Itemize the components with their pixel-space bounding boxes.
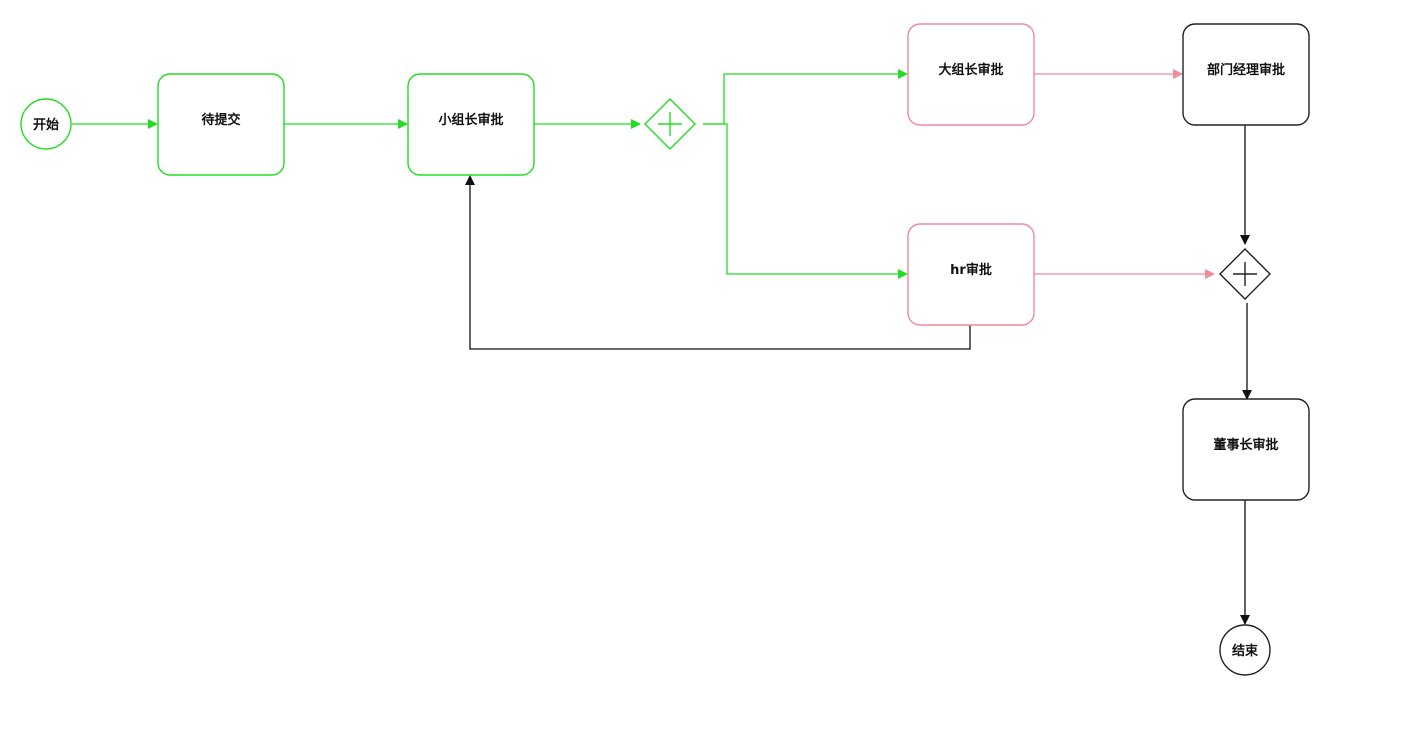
edge-hr-return-to-team-leader (465, 175, 971, 350)
task-team-leader-approval[interactable]: 小组长审批 (407, 73, 535, 176)
task-chairman-approval[interactable]: 董事长审批 (1182, 398, 1310, 501)
parallel-gateway-split[interactable] (644, 98, 696, 150)
start-event-label: 开始 (33, 117, 59, 133)
edge-gateway1-to-hr (703, 123, 908, 279)
task-group-leader-approval[interactable]: 大组长审批 (907, 23, 1035, 126)
task-group-leader-approval-label: 大组长审批 (938, 62, 1003, 78)
task-hr-approval-label: hr审批 (950, 262, 992, 278)
task-dept-manager-approval[interactable]: 部门经理审批 (1182, 23, 1310, 126)
task-team-leader-approval-label: 小组长审批 (438, 112, 503, 128)
plus-icon (1233, 262, 1257, 286)
task-pending-submit[interactable]: 待提交 (157, 73, 285, 176)
task-dept-manager-approval-label: 部门经理审批 (1207, 62, 1285, 78)
edge-gateway1-to-group-leader (703, 69, 908, 125)
end-event-label: 结束 (1232, 643, 1259, 659)
parallel-gateway-join[interactable] (1219, 248, 1271, 300)
end-event[interactable]: 结束 (1219, 624, 1271, 676)
start-event[interactable]: 开始 (20, 98, 72, 150)
task-hr-approval[interactable]: hr审批 (907, 223, 1035, 326)
task-pending-submit-label: 待提交 (200, 112, 240, 128)
task-chairman-approval-label: 董事长审批 (1213, 437, 1278, 453)
plus-icon (658, 112, 682, 136)
